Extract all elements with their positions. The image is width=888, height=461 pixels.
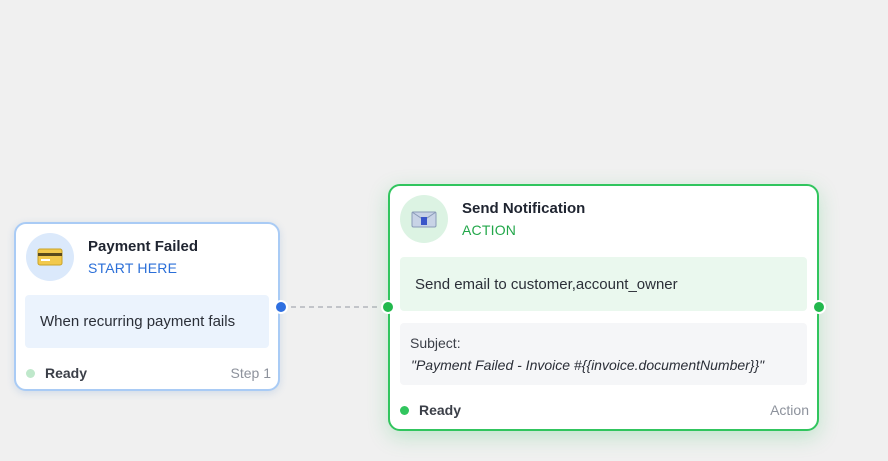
action-output-handle[interactable] [812,300,826,314]
trigger-kind-label: START HERE [88,260,178,276]
action-node-header: Send Notification ACTION [400,195,585,243]
trigger-output-handle[interactable] [274,300,288,314]
subject-value: "Payment Failed - Invoice #{{invoice.doc… [411,357,765,373]
credit-card-icon [26,233,74,281]
envelope-icon [400,195,448,243]
trigger-footer: Ready Step 1 [26,363,271,383]
trigger-node-header: Payment Failed START HERE [26,233,198,281]
trigger-status: Ready [45,365,88,381]
action-kind-label: ACTION [462,222,517,238]
step-label: Step 1 [230,365,271,381]
action-footer: Ready Action [400,400,809,420]
action-input-handle[interactable] [381,300,395,314]
action-status: Ready [419,402,462,418]
subject-box: Subject: "Payment Failed - Invoice #{{in… [400,323,807,385]
status-indicator [26,368,35,378]
node-type-label: Action [770,402,809,418]
action-title: Send Notification [462,200,586,217]
status-indicator [400,405,409,415]
subject-label: Subject: [410,335,461,351]
trigger-node[interactable]: Payment Failed START HERE When recurring… [14,222,280,391]
action-description: Send email to customer,account_owner [400,257,807,311]
trigger-title: Payment Failed [88,238,199,255]
action-node[interactable]: Send Notification ACTION Send email to c… [388,184,819,431]
trigger-description: When recurring payment fails [25,295,269,348]
